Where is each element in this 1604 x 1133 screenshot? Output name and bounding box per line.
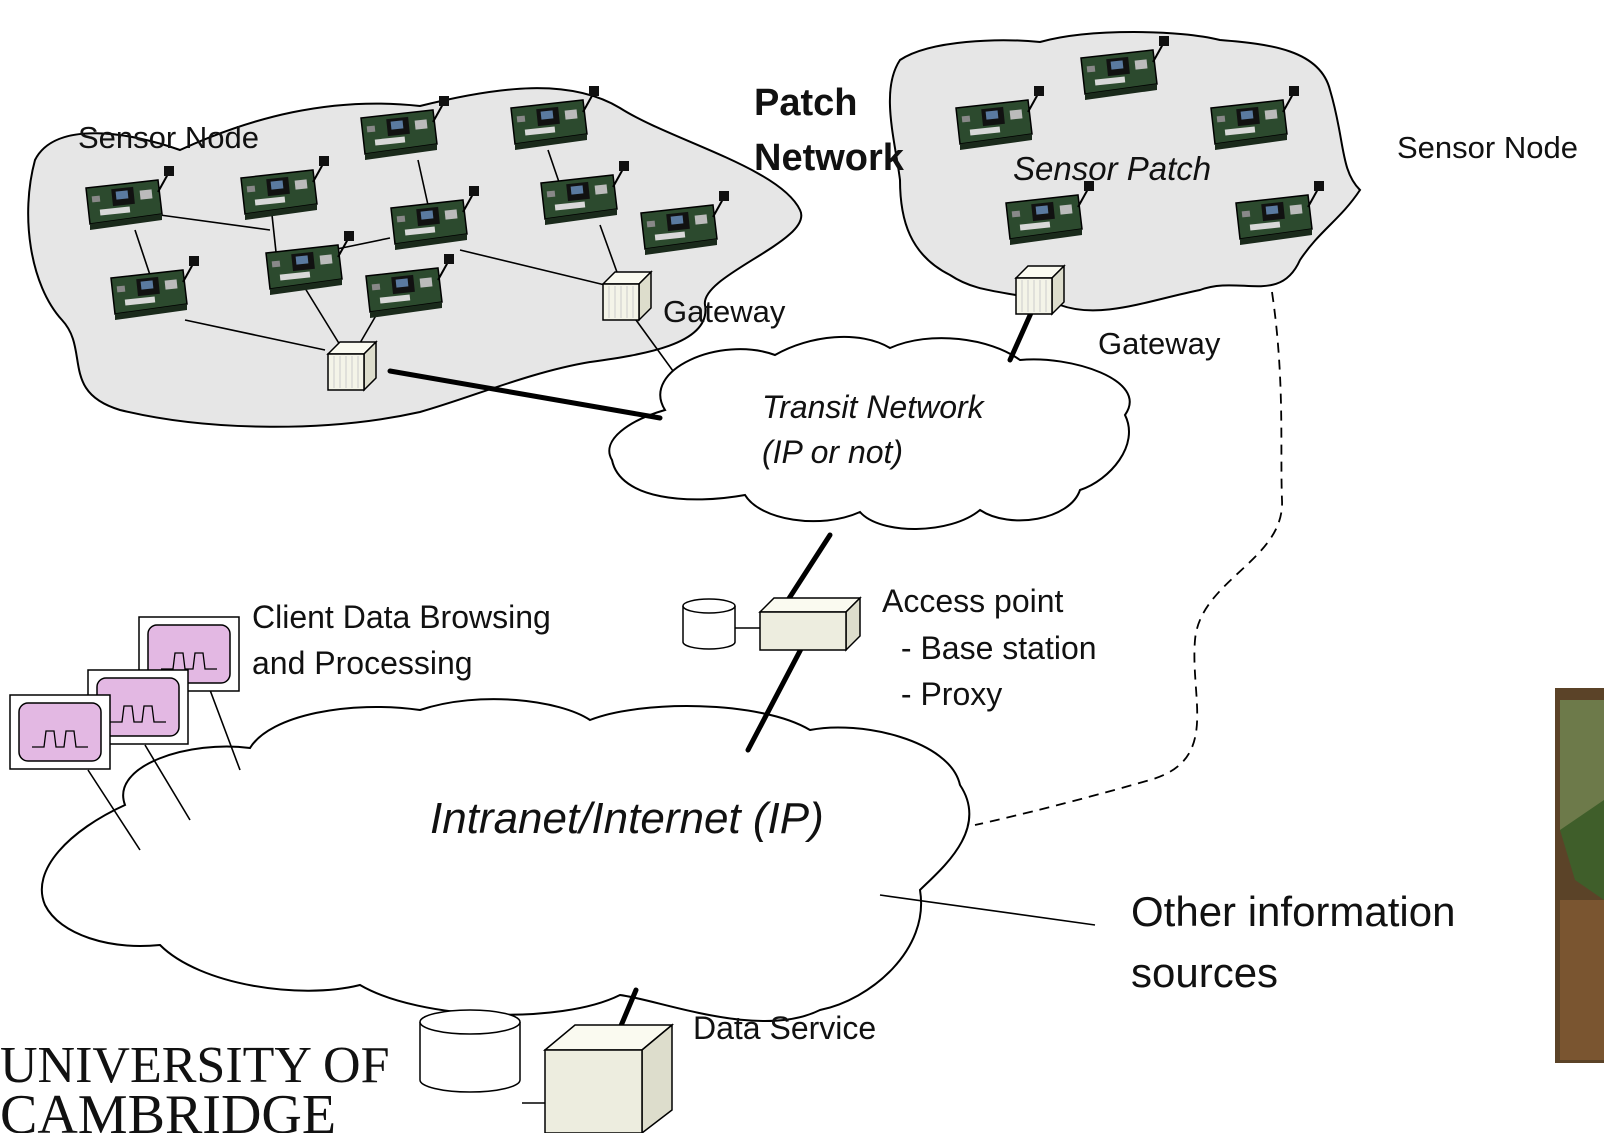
database-cylinder-icon (682, 598, 736, 650)
database-cylinder-icon (419, 1009, 521, 1093)
gateway-box-icon (1015, 265, 1065, 315)
gateway-box-icon (602, 271, 652, 321)
sensor-node-label-right: Sensor Node (1397, 130, 1578, 165)
internet-label: Intranet/Internet (IP) (430, 794, 824, 843)
monitor-icon (9, 694, 111, 770)
access-point-label: Access point (882, 583, 1064, 619)
data-service-label: Data Service (693, 1010, 876, 1046)
plant-photo (1555, 688, 1604, 1063)
access-point-box-icon (758, 596, 862, 652)
patch-network-area (27, 87, 803, 428)
client-links (87, 689, 241, 851)
internet-cloud (40, 698, 971, 1023)
gateway-label-left: Gateway (663, 294, 786, 329)
other-sources-link (879, 894, 1096, 926)
gateway-label-right: Gateway (1098, 326, 1221, 361)
patch-network-label-line2: Network (754, 137, 905, 179)
transit-network-sub-label: (IP or not) (762, 434, 903, 470)
university-logo-line2: CAMBRIDGE (0, 1084, 336, 1133)
patch-links (134, 149, 706, 416)
other-sources-label-line1: Other information (1131, 888, 1455, 935)
sensor-patch-label: Sensor Patch (1013, 150, 1211, 187)
gateway-box-icon (327, 341, 377, 391)
transit-network-cloud (608, 335, 1131, 530)
sensor-node-label-left: Sensor Node (78, 120, 259, 155)
access-point-base-station-label: - Base station (892, 630, 1097, 666)
other-sources-label-line2: sources (1131, 949, 1278, 996)
access-point-proxy-label: - Proxy (892, 676, 1002, 712)
transit-network-label: Transit Network (762, 389, 986, 425)
wireless-dashed-link (974, 291, 1283, 826)
client-label-line1: Client Data Browsing (252, 599, 551, 635)
patch-network-label-line1: Patch (754, 82, 857, 124)
client-label-line2: and Processing (252, 645, 473, 681)
data-service-box-icon (542, 1023, 675, 1133)
university-logo-line1: UNIVERSITY OF (0, 1037, 390, 1094)
